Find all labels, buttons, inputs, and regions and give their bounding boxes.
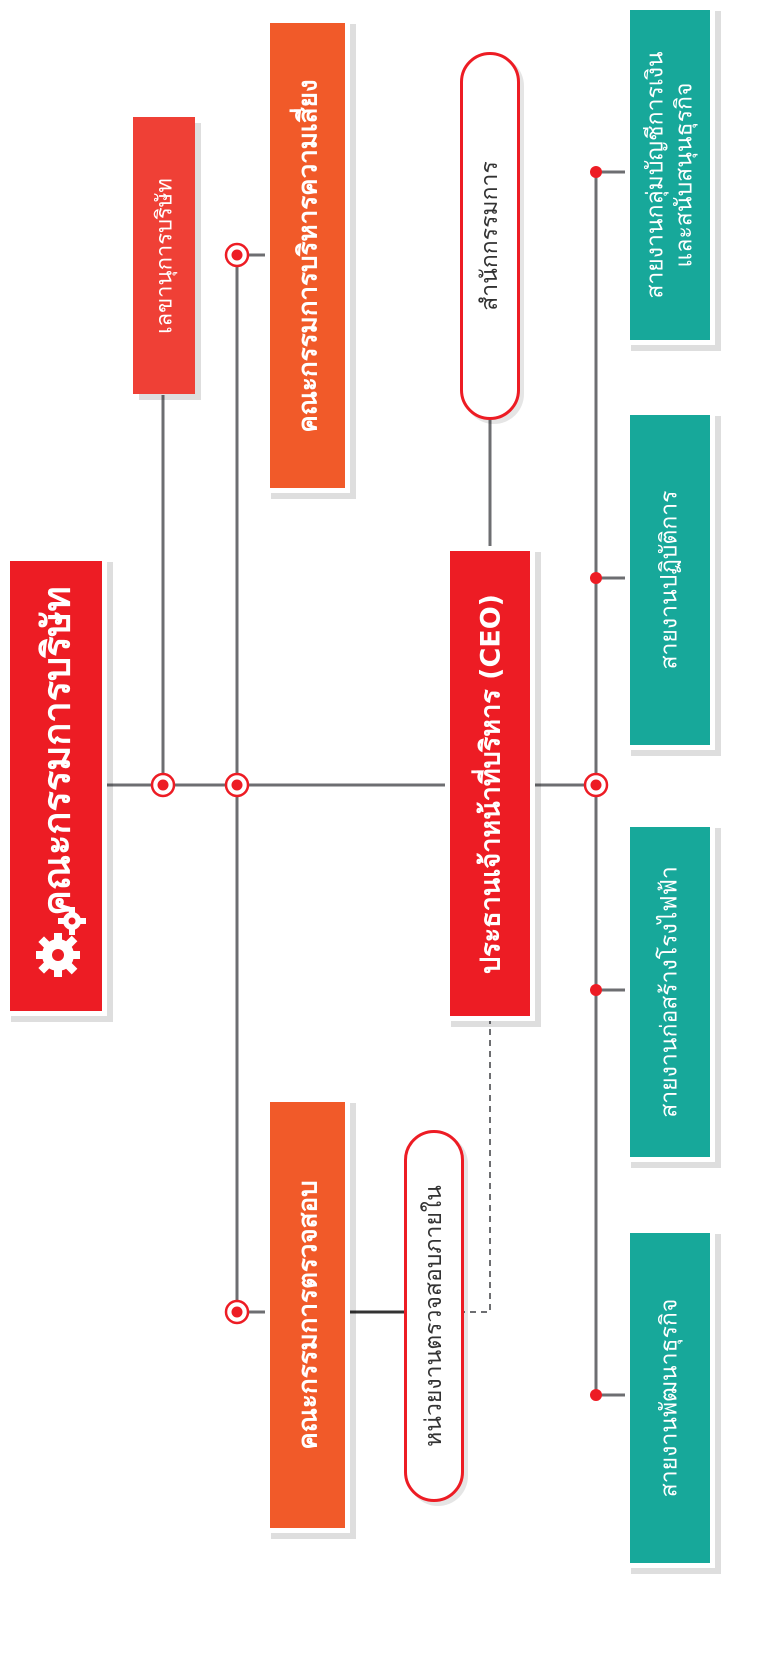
- division-operations-label: สายงานปฏิบัติการ: [656, 490, 683, 670]
- node-trunk-secretary: [150, 772, 176, 798]
- risk-committee-label: คณะกรรมการบริหารความเสี่ยง: [293, 78, 323, 433]
- node-trunk-committee: [224, 772, 250, 798]
- risk-committee-box: คณะกรรมการบริหารความเสี่ยง: [265, 18, 350, 493]
- board-office-label: สำนักกรรมการ: [477, 161, 503, 311]
- dot-division-4: [590, 1389, 602, 1401]
- audit-committee-label: คณะกรรมการตรวจสอบ: [293, 1180, 323, 1450]
- division-finance-label: สายงานกลุ่มบัญชีการเงิน และสนับสนุนธุรกิ…: [641, 51, 699, 298]
- division-finance-box: สายงานกลุ่มบัญชีการเงิน และสนับสนุนธุรกิ…: [625, 5, 715, 345]
- node-markers: [150, 166, 609, 1401]
- company-secretary-box: เลขานุการบริษัท: [133, 117, 195, 394]
- division-bizdev-label: สายงานพัฒนาธุรกิจ: [656, 1298, 683, 1498]
- division-finance-line-1: สายงานกลุ่มบัญชีการเงิน: [642, 51, 669, 299]
- division-operations-box: สายงานปฏิบัติการ: [625, 410, 715, 750]
- dot-division-1: [590, 166, 602, 178]
- gears-icon: [28, 905, 88, 985]
- division-bizdev-box: สายงานพัฒนาธุรกิจ: [625, 1228, 715, 1568]
- dot-division-3: [590, 984, 602, 996]
- board-title: คณะกรรมการบริษัท: [34, 586, 79, 916]
- node-trunk-divisions: [583, 772, 609, 798]
- dot-division-2: [590, 572, 602, 584]
- division-construction-box: สายงานก่อสร้างโรงไฟฟ้า: [625, 822, 715, 1162]
- division-construction-label: สายงานก่อสร้างโรงไฟฟ้า: [656, 866, 683, 1118]
- division-finance-line-2: และสนับสนุนธุรกิจ: [671, 82, 697, 268]
- audit-committee-box: คณะกรรมการตรวจสอบ: [265, 1097, 350, 1533]
- node-risk: [224, 242, 250, 268]
- company-secretary-label: เลขานุการบริษัท: [152, 177, 178, 334]
- ceo-box: ประธานเจ้าหน้าที่บริหาร (CEO): [445, 546, 535, 1021]
- node-audit: [224, 1299, 250, 1325]
- board-office-pill: สำนักกรรมการ: [460, 52, 520, 420]
- ceo-internal-audit-dashed: [462, 1018, 491, 1313]
- internal-audit-label: หน่วยงานตรวจสอบภายใน: [421, 1185, 447, 1447]
- ceo-label: ประธานเจ้าหน้าที่บริหาร (CEO): [475, 593, 507, 974]
- internal-audit-pill: หน่วยงานตรวจสอบภายใน: [404, 1130, 464, 1502]
